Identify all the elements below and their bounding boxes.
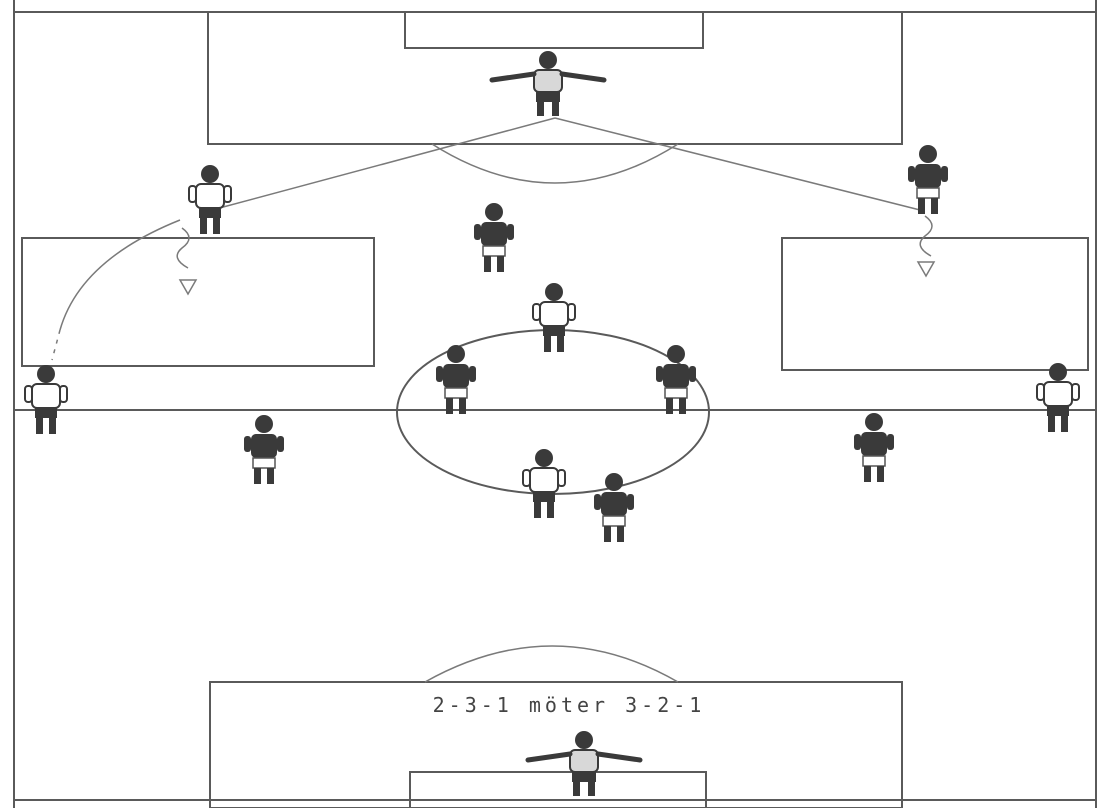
player-light: [523, 449, 565, 518]
player-dark: [854, 413, 894, 482]
player-goalkeeper-top: [492, 51, 604, 116]
player-light: [1037, 363, 1079, 432]
player-goalkeeper-bottom: [528, 731, 640, 796]
right-grid-box: [782, 238, 1088, 370]
top-goal-area: [405, 12, 703, 48]
player-dark: [474, 203, 514, 272]
pass-line-right: [555, 118, 920, 210]
left-grid-box: [22, 238, 374, 366]
player-light: [189, 165, 231, 234]
pass-line-left: [212, 118, 555, 210]
run-wiggle-left: [177, 228, 189, 268]
pitch-markings: [14, 0, 1096, 808]
cross-curve-left: [60, 220, 180, 330]
bottom-penalty-arc: [425, 646, 678, 682]
player-light: [533, 283, 575, 352]
run-wiggle-right: [920, 216, 932, 256]
bottom-goal-area: [410, 772, 706, 808]
player-dark: [908, 145, 948, 214]
player-dark: [244, 415, 284, 484]
cone-left-icon: [180, 280, 196, 294]
player-light: [25, 365, 67, 434]
cone-right-icon: [918, 262, 934, 276]
cross-dash-left: [52, 330, 60, 360]
diagram-caption: 2-3-1 möter 3-2-1: [433, 693, 706, 717]
players: [25, 51, 1079, 796]
player-dark: [656, 345, 696, 414]
top-penalty-arc: [432, 144, 678, 183]
